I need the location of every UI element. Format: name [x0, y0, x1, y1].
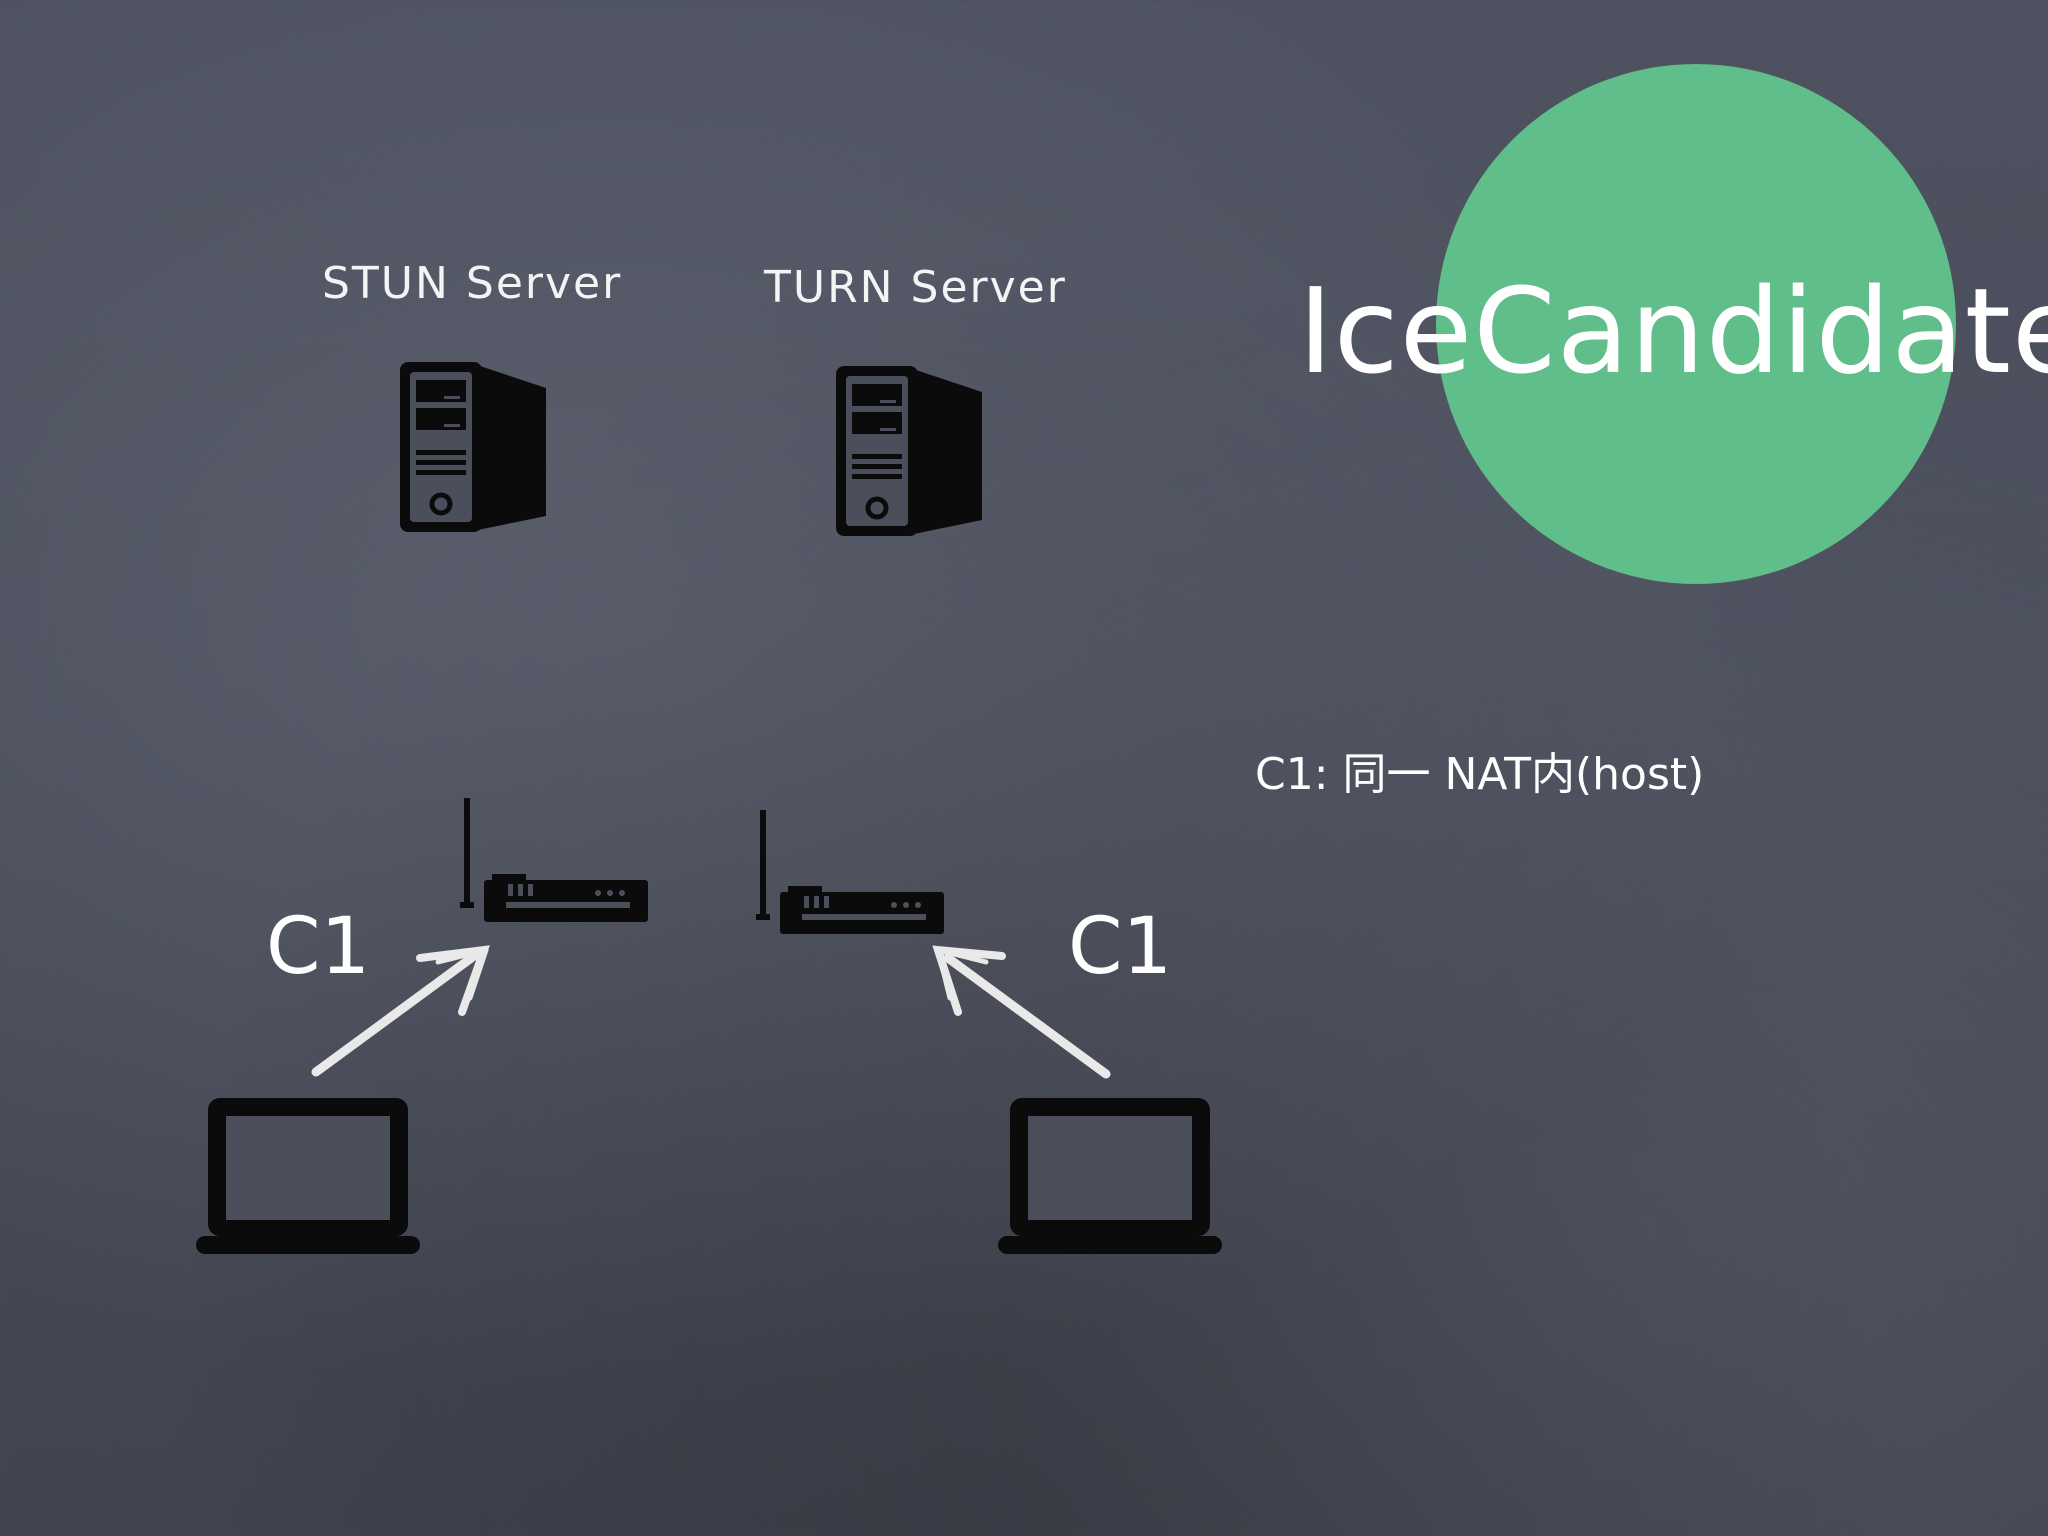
- accent-circle: [1436, 64, 1956, 584]
- right-client-label: C1: [1068, 902, 1173, 992]
- slide-title: IceCandidate: [1298, 262, 2048, 400]
- right-arrow: [932, 945, 1111, 1079]
- turn-server-label: TURN Server: [764, 262, 1067, 313]
- right-router-icon: [756, 810, 944, 934]
- left-laptop-icon: [196, 1098, 420, 1254]
- left-router-icon: [460, 798, 648, 922]
- stun-server-icon: [400, 362, 546, 532]
- candidate-note: C1: 同一 NAT内(host): [1255, 749, 1705, 800]
- right-laptop-icon: [998, 1098, 1222, 1254]
- left-client-label: C1: [266, 902, 371, 992]
- stun-server-label: STUN Server: [322, 258, 623, 309]
- turn-server-icon: [836, 366, 982, 536]
- left-arrow: [311, 945, 490, 1077]
